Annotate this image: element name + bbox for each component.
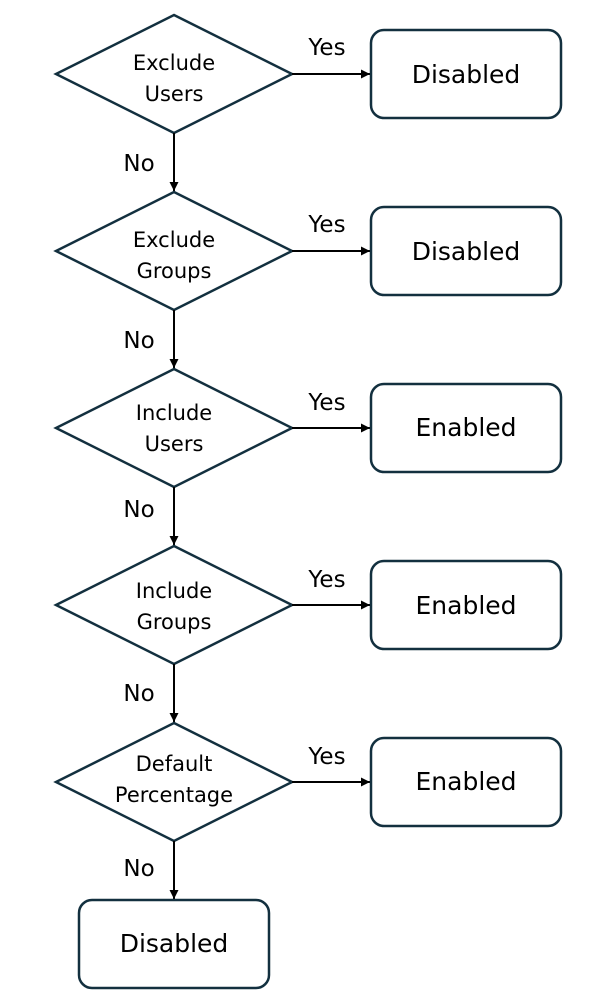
decision-include-users: Include Users bbox=[53, 367, 295, 489]
yes-label: Yes bbox=[307, 567, 345, 593]
no-label: No bbox=[123, 681, 154, 707]
decision-label-line2: Users bbox=[145, 432, 204, 456]
decision-label-line2: Users bbox=[145, 82, 204, 106]
outcome-label: Disabled bbox=[120, 929, 229, 958]
final-outcome-box: Disabled bbox=[77, 898, 271, 990]
outcome-box: Enabled bbox=[369, 559, 563, 651]
decision-label-line2: Groups bbox=[137, 610, 212, 634]
yes-label: Yes bbox=[307, 744, 345, 770]
outcome-label: Disabled bbox=[412, 237, 521, 266]
outcome-rect bbox=[369, 559, 563, 651]
decision-diamond bbox=[53, 367, 295, 489]
outcome-rect bbox=[77, 898, 271, 990]
yes-label: Yes bbox=[307, 390, 345, 416]
outcome-rect bbox=[369, 28, 563, 120]
decision-label-line1: Include bbox=[136, 401, 212, 425]
decision-include-groups: Include Groups bbox=[53, 544, 295, 666]
outcome-label: Enabled bbox=[415, 767, 516, 796]
outcome-label: Disabled bbox=[412, 60, 521, 89]
outcome-rect bbox=[369, 382, 563, 474]
decision-label-line1: Default bbox=[136, 752, 213, 776]
outcome-box: Disabled bbox=[369, 28, 563, 120]
decision-exclude-users: Exclude Users bbox=[53, 13, 295, 135]
decision-label-line2: Percentage bbox=[115, 783, 233, 807]
outcome-box: Enabled bbox=[369, 736, 563, 828]
no-label: No bbox=[123, 856, 154, 882]
outcome-rect bbox=[369, 205, 563, 297]
outcome-box: Enabled bbox=[369, 382, 563, 474]
decision-diamond bbox=[53, 544, 295, 666]
decision-label-line1: Exclude bbox=[133, 51, 215, 75]
decision-diamond bbox=[53, 721, 295, 843]
outcome-label: Enabled bbox=[415, 413, 516, 442]
decision-label-line1: Include bbox=[136, 579, 212, 603]
no-label: No bbox=[123, 497, 154, 523]
outcome-label: Enabled bbox=[415, 591, 516, 620]
outcome-box: Disabled bbox=[369, 205, 563, 297]
decision-exclude-groups: Exclude Groups bbox=[53, 190, 295, 312]
decision-label-line2: Groups bbox=[137, 259, 212, 283]
yes-label: Yes bbox=[307, 35, 345, 61]
decision-default-percentage: Default Percentage bbox=[53, 721, 295, 843]
no-label: No bbox=[123, 151, 154, 177]
outcome-rect bbox=[369, 736, 563, 828]
no-label: No bbox=[123, 328, 154, 354]
decision-label-line1: Exclude bbox=[133, 228, 215, 252]
yes-label: Yes bbox=[307, 212, 345, 238]
